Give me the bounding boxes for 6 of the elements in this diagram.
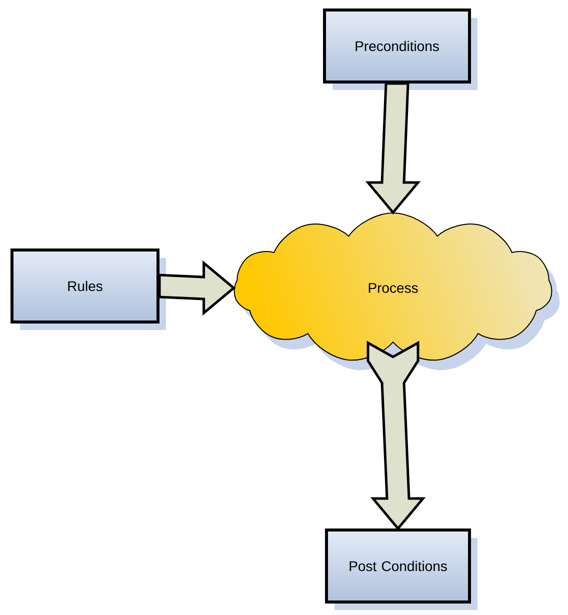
- process-box: Preconditions: [323, 8, 478, 90]
- process-box: Post Conditions: [325, 528, 478, 610]
- block-arrow: [158, 260, 236, 316]
- block-arrow: [366, 340, 426, 530]
- process-box: Rules: [10, 248, 166, 330]
- block-arrow: [365, 82, 421, 214]
